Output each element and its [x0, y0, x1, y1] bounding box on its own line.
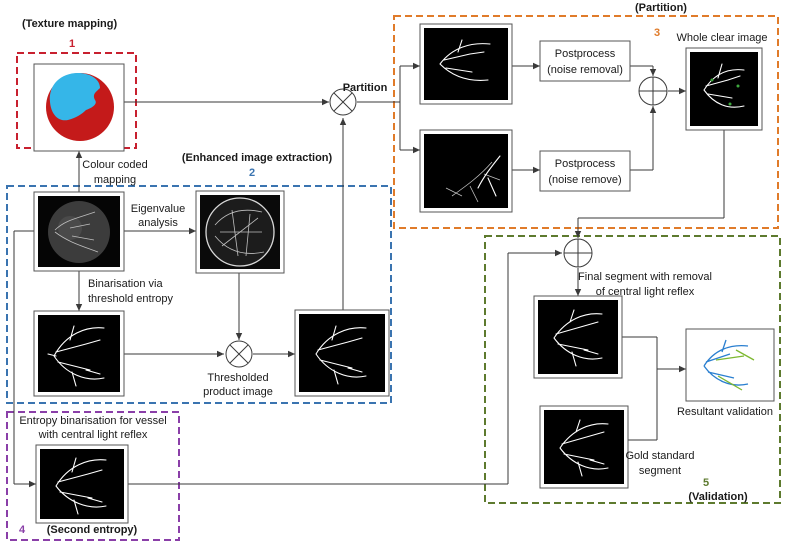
enhanced-extraction-title: (Enhanced image extraction): [182, 152, 333, 164]
postprocess-2-line-2: (noise remove): [548, 174, 621, 186]
colour-coded-label-1: Colour coded: [82, 159, 147, 171]
eigenvalue-label-1: Eigenvalue: [131, 203, 185, 215]
multiply-node-product: [225, 340, 253, 368]
partition-image-bottom: [419, 129, 513, 213]
validation-title: (Validation): [688, 491, 748, 503]
region-validation: [484, 235, 781, 504]
postprocess-box-1: Postprocess (noise removal): [539, 40, 631, 82]
eigenvalue-image: [195, 190, 285, 274]
gold-standard-label-1: Gold standard: [625, 450, 694, 462]
final-segment-label-1: Final segment with removal: [578, 271, 712, 283]
second-entropy-title: (Second entropy): [47, 524, 138, 536]
validation-number: 5: [703, 477, 709, 489]
whole-clear-image: [685, 47, 763, 131]
colour-coded-label-2: mapping: [94, 174, 136, 186]
texture-mapping-number: 1: [69, 38, 75, 50]
thresholded-label-2: product image: [203, 386, 273, 398]
sum-node-validation: [563, 238, 593, 268]
texture-map-image: [33, 63, 125, 152]
eigenvalue-label-2: analysis: [138, 217, 178, 229]
postprocess-box-2: Postprocess (noise remove): [539, 150, 631, 192]
partition-node-label: Partition: [343, 82, 388, 94]
connectors: [13, 62, 725, 488]
whole-clear-label: Whole clear image: [676, 32, 767, 44]
binarised-image: [33, 310, 125, 397]
region-enhanced-extraction: [6, 185, 392, 404]
entropy-binarisation-label-2: with central light reflex: [38, 429, 148, 441]
multiply-node-partition: [329, 88, 357, 116]
partition-image-top: [419, 23, 513, 105]
postprocess-1-line-1: Postprocess: [555, 48, 616, 60]
gold-standard-image: [539, 405, 629, 489]
entropy-binarisation-label-1: Entropy binarisation for vessel: [19, 415, 166, 427]
postprocess-1-line-2: (noise removal): [547, 64, 623, 76]
sum-node-partition: [638, 76, 668, 106]
binarisation-label-2: threshold entropy: [88, 293, 173, 305]
postprocess-2-line-1: Postprocess: [555, 158, 616, 170]
resultant-validation-label: Resultant validation: [677, 406, 773, 418]
enhanced-extraction-number: 2: [249, 167, 255, 179]
region-partition: [393, 15, 779, 229]
thresholded-label-1: Thresholded: [207, 372, 268, 384]
partition-number: 3: [654, 27, 660, 39]
region-texture-mapping: [16, 52, 137, 149]
second-entropy-number: 4: [19, 524, 26, 536]
texture-mapping-title: (Texture mapping): [22, 18, 117, 30]
region-second-entropy: [6, 411, 180, 541]
final-segment-label-2: of central light reflex: [596, 286, 695, 298]
partition-title: (Partition): [635, 2, 687, 14]
binarisation-label-1: Binarisation via: [88, 278, 163, 290]
second-entropy-image: [35, 444, 129, 524]
resultant-validation-image: [685, 328, 775, 402]
fundus-original-image: [33, 191, 125, 272]
thresholded-product-image: [294, 309, 390, 397]
gold-standard-label-2: segment: [639, 465, 681, 477]
final-segment-image: [533, 295, 623, 379]
